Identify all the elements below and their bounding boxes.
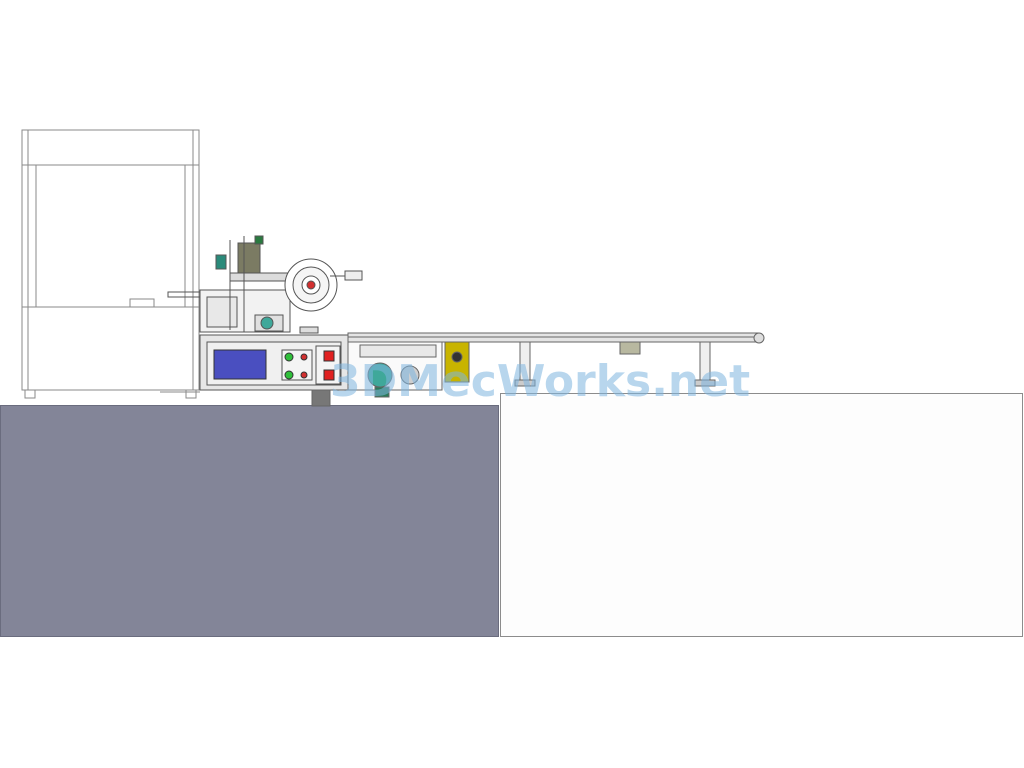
bottom-left-panel: [0, 405, 499, 637]
control-cabinet: [199, 334, 349, 391]
watermark-text: 3DMecWorks.net: [330, 356, 751, 407]
bottom-right-panel: [500, 393, 1023, 637]
conveyor: [311, 332, 765, 407]
control-buttons: [284, 350, 335, 381]
feeder-mechanism: [167, 235, 291, 333]
tape-roll: [284, 258, 363, 334]
enclosure-cabinet: [21, 129, 200, 399]
